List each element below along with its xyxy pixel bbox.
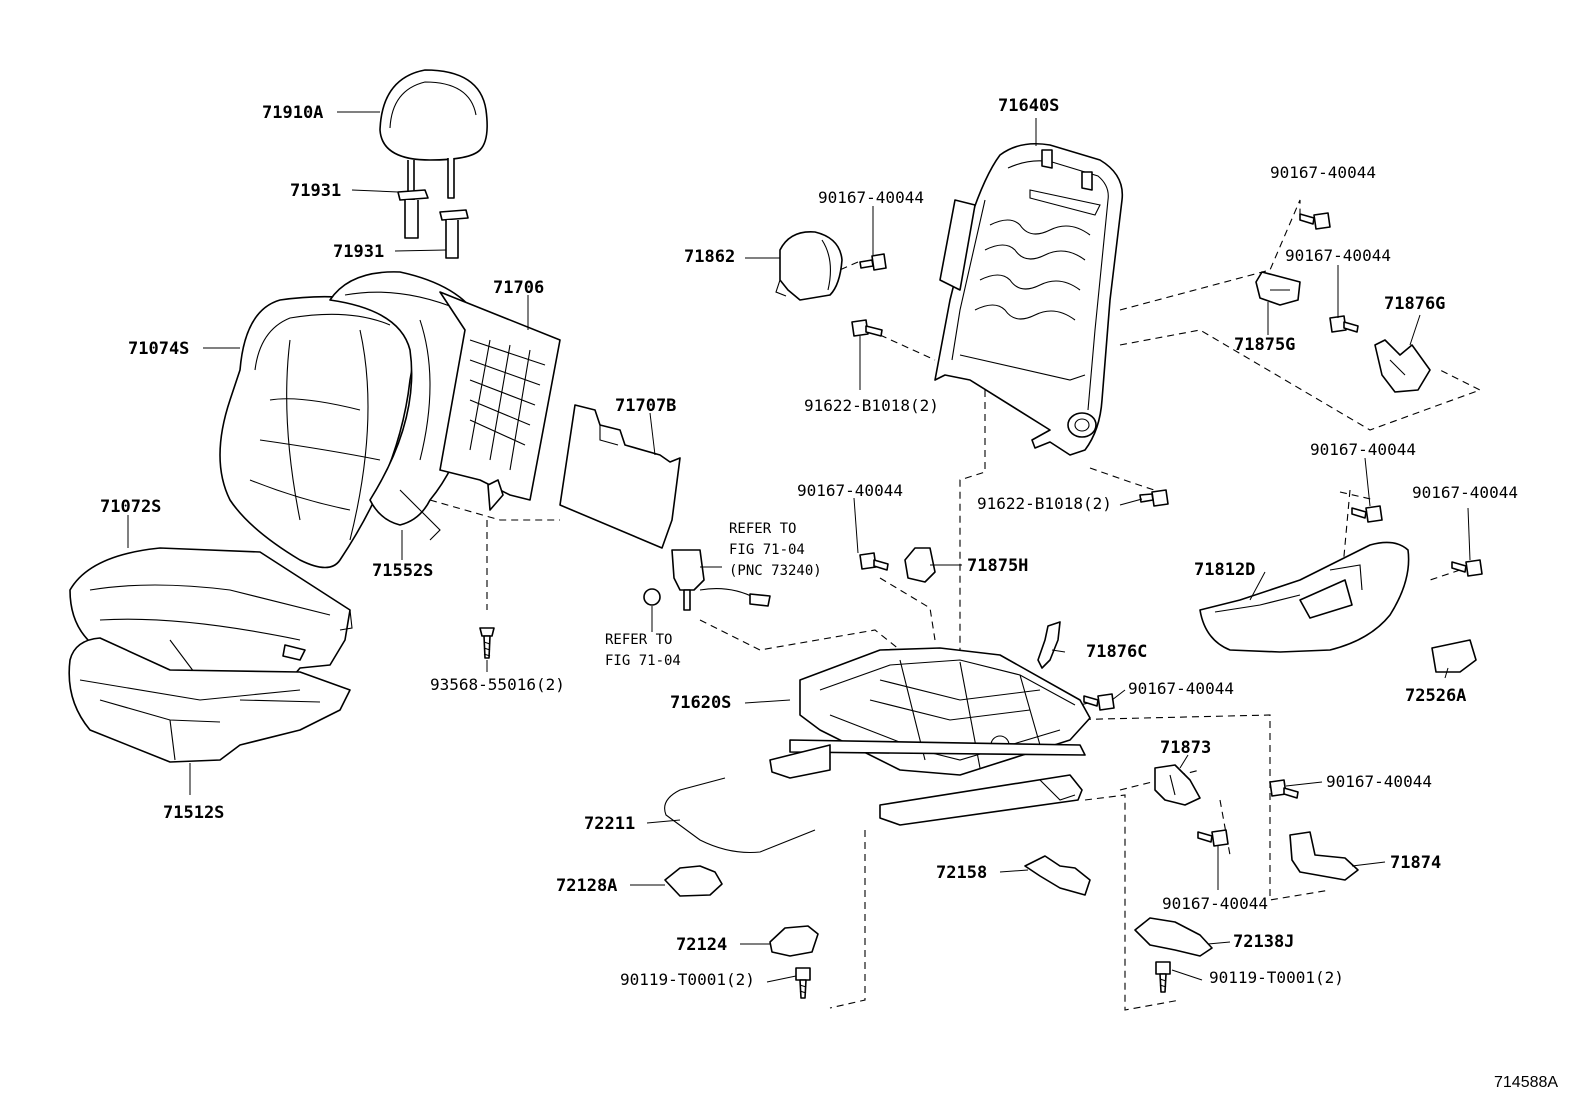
label-71876C: 71876C: [1086, 642, 1147, 662]
label-72124: 72124: [676, 935, 727, 955]
refer-note-2-line1: REFER TO: [605, 632, 672, 648]
bracket-71873: [1154, 764, 1201, 806]
seatback-board-71706: [439, 291, 561, 511]
bolt-90167-40044-d: [859, 552, 889, 571]
refer-note-1-line1: REFER TO: [729, 521, 796, 537]
label-71552S: 71552S: [372, 561, 433, 581]
refer-note-1-line3: (PNC 73240): [729, 563, 822, 579]
cover-72158: [1024, 855, 1091, 896]
bolt-90167-40044-i: [1269, 779, 1299, 799]
bracket-71876G: [1374, 339, 1431, 393]
bolt-90167-40044-a: [859, 253, 887, 271]
bolt-90167-40044-e: [1351, 505, 1383, 523]
bolt-91622-b1018-a: [851, 319, 883, 337]
bolt-90167-40044-c: [1329, 315, 1359, 333]
label-71706: 71706: [493, 278, 544, 298]
label-71875G: 71875G: [1234, 335, 1295, 355]
leader-lines: [127, 111, 1471, 983]
seatback-cover-71074S: [219, 295, 415, 569]
seatbelt-buckle-73240: [671, 549, 771, 611]
label-72526A: 72526A: [1405, 686, 1466, 706]
label-71931-b: 71931: [333, 242, 384, 262]
bolt-90119-t0001-a: [795, 967, 811, 999]
label-71910A: 71910A: [262, 103, 323, 123]
label-90167-40044-b: 90167-40044: [1270, 163, 1376, 182]
bracket-71876C: [1037, 621, 1061, 669]
label-71640S: 71640S: [998, 96, 1059, 116]
label-90119-t0001-a: 90119-T0001(2): [620, 970, 755, 989]
label-91622-b1018-a: 91622-B1018(2): [804, 396, 939, 415]
label-90167-40044-h: 90167-40044: [1326, 772, 1432, 791]
label-71874: 71874: [1390, 853, 1441, 873]
refer-note-2-line2: FIG 71-04: [605, 653, 681, 669]
headrest-guide-71931-a: [397, 189, 429, 239]
part-labels: 71910A 71931 71931 71706 71074S 71707B 7…: [100, 96, 1558, 1091]
label-72138J: 72138J: [1233, 932, 1294, 952]
bracket-71875H: [904, 547, 936, 583]
label-72211: 72211: [584, 814, 635, 834]
side-shield-71812D: [1199, 541, 1410, 653]
nut-refer-71-04: [643, 588, 661, 606]
bolt-90167-40044-f: [1451, 559, 1483, 577]
bolt-90167-40044-g: [1083, 693, 1115, 711]
cover-72138J: [1134, 917, 1213, 957]
label-71707B: 71707B: [615, 396, 676, 416]
label-72128A: 72128A: [556, 876, 617, 896]
label-71876G: 71876G: [1384, 294, 1445, 314]
bolt-90119-t0001-b: [1155, 961, 1171, 993]
seatback-board-71707B: [559, 404, 681, 549]
label-71875H: 71875H: [967, 556, 1028, 576]
label-71873: 71873: [1160, 738, 1211, 758]
label-90167-40044-f: 90167-40044: [1412, 483, 1518, 502]
bracket-71875G: [1255, 271, 1301, 306]
bracket-71874: [1289, 831, 1359, 881]
label-71812D: 71812D: [1194, 560, 1255, 580]
label-71074S: 71074S: [128, 339, 189, 359]
refer-note-1-line2: FIG 71-04: [729, 542, 805, 558]
label-72158: 72158: [936, 863, 987, 883]
label-93568-55016: 93568-55016(2): [430, 675, 565, 694]
headrest-71910A: [379, 69, 488, 201]
label-90167-40044-d: 90167-40044: [1310, 440, 1416, 459]
seat-pad-71512S: [68, 637, 351, 763]
seat-frame-71620S: [769, 647, 1091, 826]
bolt-90167-40044-b: [1299, 212, 1331, 230]
cover-71862: [775, 231, 843, 301]
cover-72128A: [664, 865, 723, 897]
knob-72526A: [1431, 639, 1477, 673]
label-91622-b1018-b: 91622-B1018(2): [977, 494, 1112, 513]
headrest-guide-71931-b: [439, 209, 469, 259]
label-90167-40044-i: 90167-40044: [1162, 894, 1268, 913]
label-90119-t0001-b: 90119-T0001(2): [1209, 968, 1344, 987]
cover-72124: [769, 925, 819, 957]
label-90167-40044-c: 90167-40044: [1285, 246, 1391, 265]
label-71620S: 71620S: [670, 693, 731, 713]
seatback-frame-71640S: [934, 142, 1124, 456]
bolt-91622-b1018-b: [1139, 489, 1169, 507]
figure-id: 714588A: [1494, 1074, 1558, 1091]
label-71931-a: 71931: [290, 181, 341, 201]
label-71072S: 71072S: [100, 497, 161, 517]
bolt-90167-40044-h: [1197, 829, 1229, 847]
label-71512S: 71512S: [163, 803, 224, 823]
label-90167-40044-g: 90167-40044: [1128, 679, 1234, 698]
label-90167-40044-e: 90167-40044: [797, 481, 903, 500]
wire-72211: [664, 777, 816, 854]
screw-93568-55016: [479, 627, 495, 659]
label-90167-40044-a: 90167-40044: [818, 188, 924, 207]
seat-cover-71072S: [69, 547, 353, 681]
label-71862: 71862: [684, 247, 735, 267]
